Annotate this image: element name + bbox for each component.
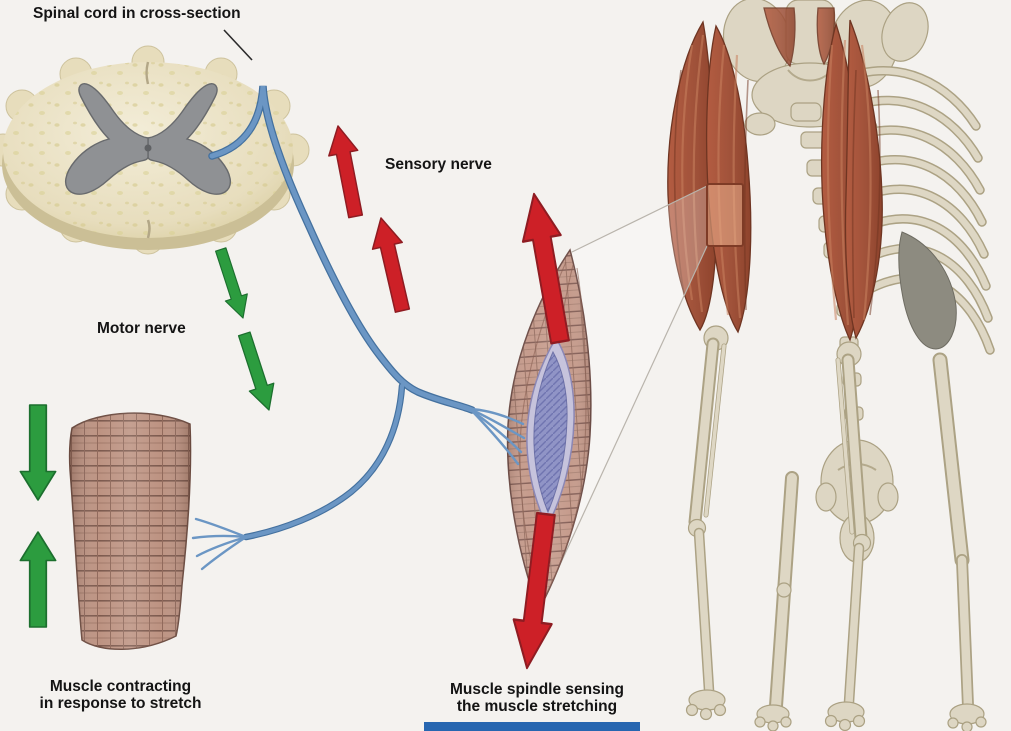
central-canal <box>144 144 152 152</box>
muscle-illustration <box>68 412 192 650</box>
nerve-fibers <box>191 85 526 571</box>
sensory-nerve-fiber <box>209 85 475 413</box>
motor-nerve-fiber <box>243 383 405 540</box>
gray-matter-butterfly <box>64 83 232 195</box>
title-label: Spinal cord in cross-section <box>33 5 241 22</box>
muscle-contracting-label: Muscle contracting in response to stretc… <box>39 678 202 712</box>
title-pointer-line <box>223 29 253 61</box>
hind-leg-left <box>685 325 729 721</box>
front-leg-right <box>932 352 987 731</box>
shadowed-bone <box>898 231 957 350</box>
title-text: Spinal cord in cross-section <box>33 5 241 22</box>
muscle-nerve-branches <box>191 517 248 571</box>
skeleton-illustration <box>667 0 995 731</box>
cropped-blue-bar <box>424 722 640 731</box>
pelvic-muscle-left <box>763 7 796 68</box>
motor-nerve-label: Motor nerve <box>97 320 186 337</box>
spindle-nerve-branches <box>468 407 526 466</box>
thigh-muscle-right <box>820 19 883 342</box>
spinal-cord-cross-section <box>0 45 310 255</box>
sensory-nerve-label: Sensory nerve <box>385 156 492 173</box>
hind-leg-right <box>824 341 872 731</box>
front-leg-center <box>754 471 799 731</box>
pelvic-muscle-right <box>816 7 836 66</box>
zoom-wedge <box>539 185 708 609</box>
muscle-spindle-label: Muscle spindle sensing the muscle stretc… <box>450 681 624 715</box>
highlight-region <box>706 183 744 247</box>
